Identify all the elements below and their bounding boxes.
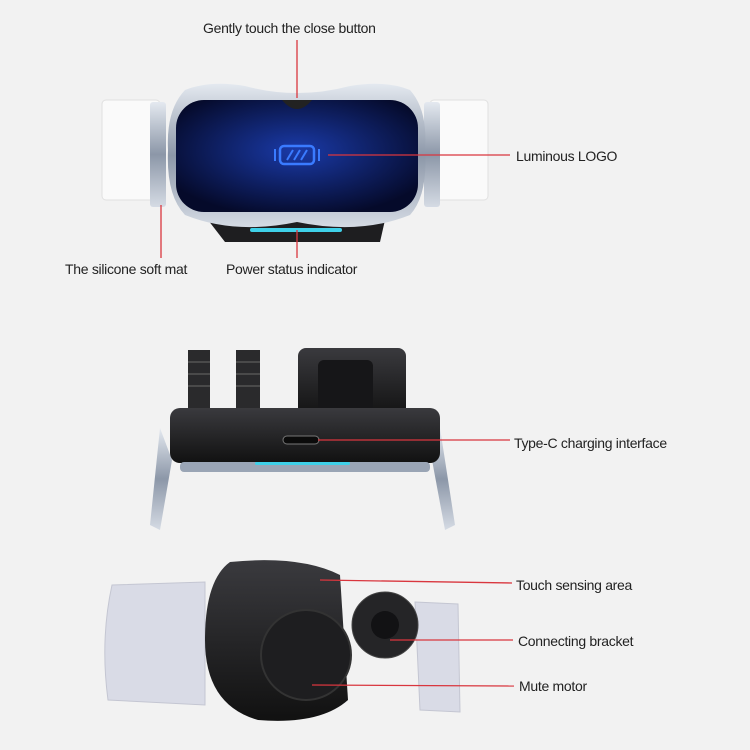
spring-right — [236, 350, 260, 412]
leader-line-touch-area — [319, 579, 513, 584]
silicone-mat-label: The silicone soft mat — [65, 261, 188, 277]
bottom-view — [150, 348, 455, 530]
spring-left — [188, 350, 210, 412]
indicator-strip — [255, 462, 350, 465]
type-c-label: Type-C charging interface — [514, 435, 667, 451]
chrome-edge — [180, 462, 430, 472]
close-button — [282, 100, 312, 109]
left-arm-back — [104, 581, 206, 706]
right-arm-back — [414, 601, 461, 713]
power-indicator-label: Power status indicator — [226, 261, 358, 277]
leader-line-motor — [311, 684, 515, 687]
touch-area-label: Touch sensing area — [516, 577, 633, 593]
type-c-port — [282, 435, 320, 445]
close-button-label: Gently touch the close button — [203, 20, 376, 36]
front-view — [101, 83, 489, 242]
left-silicone-mat — [150, 102, 166, 207]
logo-label: Luminous LOGO — [516, 148, 618, 164]
motor-label: Mute motor — [519, 678, 587, 694]
leader-lines — [160, 40, 515, 687]
motor-cylinder — [318, 360, 373, 420]
left-clamp — [150, 428, 172, 530]
luminous-logo-icon — [274, 144, 320, 166]
bracket-socket — [371, 611, 399, 639]
mute-motor — [260, 609, 352, 701]
bracket-label: Connecting bracket — [518, 633, 634, 649]
power-status-indicator — [250, 228, 342, 232]
spring-coils — [188, 361, 260, 387]
back-view — [104, 560, 461, 721]
